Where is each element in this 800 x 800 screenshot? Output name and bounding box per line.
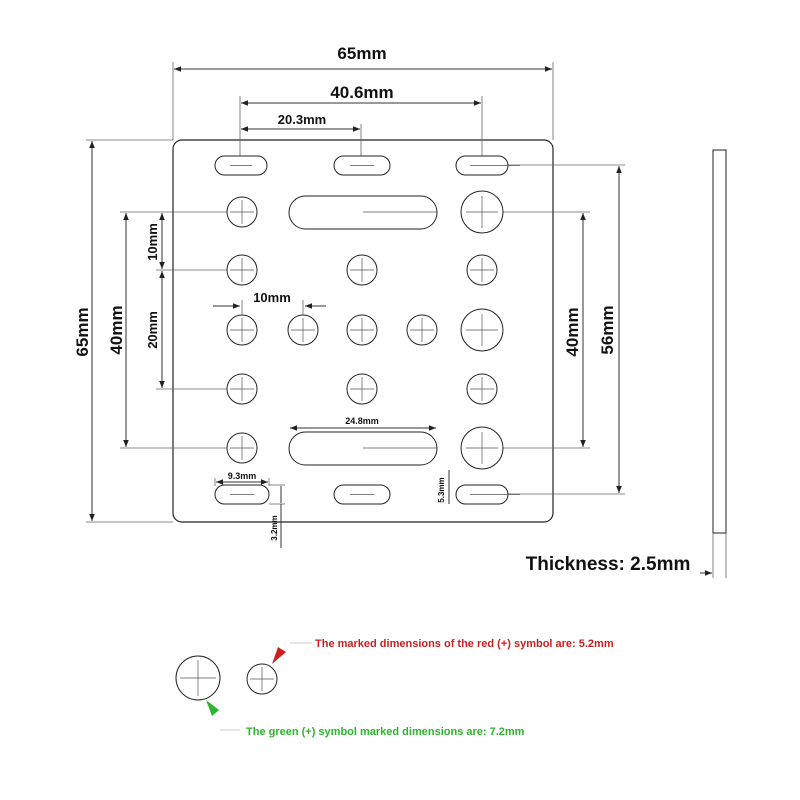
legend-green-note: The green (+) symbol marked dimensions a… <box>246 726 525 738</box>
dim-label-width-outer-holes: 40.6mm <box>330 83 393 102</box>
hole-7-2mm <box>460 426 504 470</box>
legend-hole-7-2mm <box>175 655 221 701</box>
dim-label-height-10: 10mm <box>145 223 160 261</box>
plate-side-view <box>712 149 727 534</box>
dim-label-small-slot-offset: 5.3mm <box>437 477 446 502</box>
hole-5-2mm <box>466 373 498 405</box>
legend-red-note: The marked dimensions of the red (+) sym… <box>315 638 614 650</box>
slot-small <box>455 155 520 176</box>
dim-label-height-40-right: 40mm <box>563 307 582 356</box>
hole-5-2mm <box>226 373 258 405</box>
dim-label-slot-length: 24.8mm <box>345 416 379 426</box>
dim-label-small-slot-width: 3.2mm <box>270 515 279 540</box>
hole-5-2mm <box>346 314 378 346</box>
green-arrow-icon <box>206 700 219 716</box>
hole-5-2mm <box>346 254 378 286</box>
hole-5-2mm <box>346 373 378 405</box>
dim-label-height-total: 65mm <box>73 307 92 356</box>
dim-label-small-slot-length: 9.3mm <box>228 471 257 481</box>
hole-7-2mm <box>460 308 504 352</box>
slot-small <box>455 484 520 505</box>
slot-small <box>333 155 391 176</box>
hole-7-2mm <box>460 190 504 234</box>
hole-5-2mm <box>287 314 319 346</box>
hole-5-2mm <box>466 254 498 286</box>
hole-5-2mm <box>226 254 258 286</box>
dim-label-height-56: 56mm <box>598 305 617 354</box>
dim-label-spacing-10: 10mm <box>253 290 291 305</box>
hole-5-2mm <box>406 314 438 346</box>
legend-hole-5-2mm <box>246 663 278 695</box>
slot-large <box>288 431 438 466</box>
hole-5-2mm <box>226 196 258 228</box>
thickness-label: Thickness: 2.5mm <box>526 554 691 575</box>
slot-small <box>333 484 391 505</box>
hole-5-2mm <box>226 314 258 346</box>
dim-label-width-half: 20.3mm <box>278 112 326 127</box>
slot-small <box>214 155 268 176</box>
dim-label-height-20: 20mm <box>145 311 160 349</box>
dim-label-width-total: 65mm <box>337 44 386 63</box>
red-arrow-icon <box>272 647 286 664</box>
slot-small <box>214 484 270 505</box>
hole-5-2mm <box>226 432 258 464</box>
slot-large <box>288 195 438 230</box>
dim-label-height-40-left: 40mm <box>107 305 126 354</box>
